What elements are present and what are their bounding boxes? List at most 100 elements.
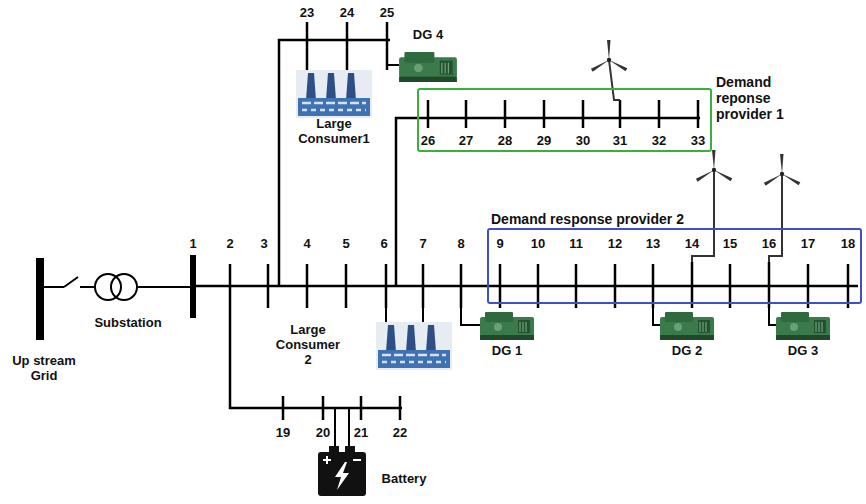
component-label: Substation: [94, 315, 161, 330]
main-feeder: [614, 264, 617, 308]
main-feeder: [729, 264, 732, 308]
lateral-feeder: [282, 396, 285, 420]
service-line: [386, 308, 423, 324]
bus-number: 26: [421, 133, 435, 148]
lateral-feeder: [348, 408, 350, 448]
main-feeder: [190, 255, 196, 318]
lateral-feeder: [230, 308, 402, 448]
bus-number: 19: [276, 425, 290, 440]
main-feeder: [768, 262, 771, 308]
bus-number: 18: [841, 236, 855, 251]
component-label: Large Consumer 2: [272, 322, 344, 367]
battery-icon: [326, 456, 328, 464]
wind-turbine: [696, 150, 732, 182]
generator-icon: [480, 312, 534, 340]
main-feeder: [537, 264, 540, 308]
bus-number: 4: [303, 236, 310, 251]
main-feeder: [422, 264, 425, 308]
main-feeder: [652, 264, 655, 308]
lateral-feeder: [543, 100, 546, 128]
lateral-feeder: [582, 100, 585, 128]
main-feeder: [267, 264, 270, 308]
factory-icon: [376, 322, 452, 370]
group-heading: Demand reponse provider 1: [716, 74, 800, 122]
component-label: Large Consumer1: [292, 116, 376, 146]
transformer-symbol: [137, 286, 193, 288]
bus-number: 22: [393, 425, 407, 440]
bus-number: 9: [496, 236, 503, 251]
bus-number: 28: [498, 133, 512, 148]
main-feeder: [229, 264, 232, 308]
lateral-feeder: [279, 22, 399, 286]
main-feeder: [385, 264, 388, 308]
service-line: [385, 308, 387, 324]
bus-number: 17: [801, 236, 815, 251]
bus-number: 8: [457, 236, 464, 251]
component-label: Up stream Grid: [3, 353, 85, 383]
transformer-symbol: [111, 274, 137, 300]
bus-number: 14: [685, 236, 699, 251]
bus-number: 13: [646, 236, 660, 251]
bus-number: 33: [691, 133, 705, 148]
lateral-feeder: [427, 100, 430, 128]
main-feeder: [460, 264, 463, 308]
component-label: DG 1: [492, 343, 522, 358]
main-feeder: [306, 264, 309, 308]
group-heading: Demand response provider 2: [491, 211, 684, 227]
bus-number: 1: [189, 236, 196, 251]
bus-number: 24: [340, 5, 354, 20]
service-line: [422, 308, 424, 324]
main-feeder: [691, 262, 694, 308]
bus-number: 12: [608, 236, 622, 251]
main-feeder: [193, 285, 858, 288]
bus-number: 20: [316, 425, 330, 440]
upstream-grid: [80, 286, 95, 288]
bus-number: 27: [459, 133, 473, 148]
bus-number: 15: [723, 236, 737, 251]
bus-number: 25: [380, 5, 394, 20]
factory-icon: [296, 70, 372, 118]
battery-icon: [335, 462, 349, 490]
transformer-symbol: [95, 274, 121, 300]
lateral-feeder: [658, 100, 661, 128]
component-label: DG 3: [788, 343, 818, 358]
transformer-symbol: [95, 274, 193, 300]
main-feeder: [847, 264, 850, 308]
lateral-feeder: [396, 100, 700, 286]
bus-number: 32: [652, 133, 666, 148]
main-feeder: [807, 264, 810, 308]
bus-number: 21: [354, 425, 368, 440]
bus-number: 23: [300, 5, 314, 20]
lateral-feeder: [697, 100, 700, 128]
battery-icon: [329, 446, 339, 453]
component-label: DG 2: [672, 343, 702, 358]
lateral-feeder: [619, 100, 622, 128]
lateral-feeder: [334, 408, 336, 448]
upstream-grid: [44, 286, 64, 288]
lateral-feeder: [396, 118, 700, 286]
bus-number: 11: [569, 236, 583, 251]
main-feeder: [499, 264, 502, 308]
generator-icon: [660, 312, 714, 340]
lateral-feeder: [360, 396, 363, 420]
main-feeder: [575, 264, 578, 308]
service-line: [653, 308, 660, 325]
battery-icon: [318, 446, 366, 496]
lateral-feeder: [230, 308, 402, 408]
lateral-feeder: [279, 40, 390, 286]
component-label: Battery: [382, 471, 427, 486]
bus-number: 6: [380, 236, 387, 251]
service-line: [769, 308, 776, 325]
lateral-feeder: [465, 100, 468, 128]
battery-icon: [353, 459, 361, 461]
lateral-feeder: [386, 22, 389, 70]
lateral-feeder: [399, 396, 402, 420]
battery-icon: [345, 446, 355, 453]
lateral-feeder: [346, 22, 349, 70]
bus-number: 3: [260, 236, 267, 251]
service-line: [461, 308, 480, 325]
wind-turbine: [591, 40, 627, 72]
component-label: DG 4: [413, 27, 443, 42]
bus-number: 10: [531, 236, 545, 251]
bus-number: 30: [576, 133, 590, 148]
